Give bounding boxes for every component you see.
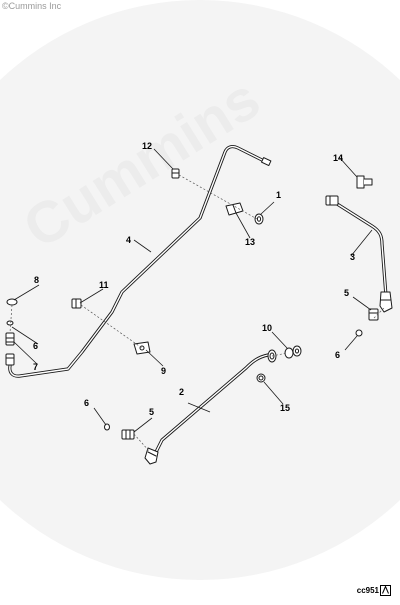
callout-2: 2 — [179, 387, 184, 397]
callout-15: 15 — [280, 403, 290, 413]
callout-6-left: 6 — [33, 341, 38, 351]
callout-10: 10 — [262, 323, 272, 333]
part-14-clip — [356, 175, 373, 189]
part-8-oring — [6, 298, 18, 306]
callout-4: 4 — [126, 235, 131, 245]
callout-8: 8 — [34, 275, 39, 285]
callout-6-right: 6 — [335, 350, 340, 360]
figure-code: cc951 — [357, 585, 391, 596]
callout-12: 12 — [142, 141, 152, 151]
tube-2 — [144, 349, 277, 465]
revision-triangle-icon — [380, 585, 391, 596]
figure-code-label: cc951 — [356, 586, 379, 595]
part-7-adapter — [5, 332, 15, 346]
watermark-disc — [0, 0, 400, 580]
callout-5-lower: 5 — [149, 407, 154, 417]
part-12-fitting — [171, 168, 180, 179]
callout-3: 3 — [350, 252, 355, 262]
alignment-lines — [9, 174, 385, 453]
callout-13: 13 — [245, 237, 255, 247]
part-6-seal-right — [355, 329, 363, 337]
part-6-seal-left — [6, 320, 14, 326]
copyright-notice: ©Cummins Inc — [2, 1, 62, 11]
part-15-oring — [256, 373, 266, 383]
part-1-washer — [254, 213, 264, 225]
part-10-fitting — [284, 345, 302, 359]
cummins-watermark: Cummins — [0, 0, 400, 580]
callout-5-right: 5 — [344, 288, 349, 298]
tube-4 — [5, 145, 272, 378]
part-5-adapter-right — [368, 308, 379, 321]
callout-1: 1 — [276, 190, 281, 200]
callout-7: 7 — [33, 362, 38, 372]
part-6-seal-lower — [104, 423, 110, 431]
tube-3 — [325, 195, 393, 313]
part-5-adapter-lower — [121, 429, 135, 440]
callout-14: 14 — [333, 153, 343, 163]
callout-11: 11 — [99, 280, 109, 290]
callouts: 1 2 3 4 5 5 6 6 6 7 8 9 10 11 12 13 14 1… — [33, 141, 355, 417]
leader-lines — [11, 148, 373, 433]
part-9-bracket — [133, 341, 151, 355]
part-11-fitting — [71, 298, 82, 309]
callout-9: 9 — [161, 366, 166, 376]
callout-6-lower: 6 — [84, 398, 89, 408]
